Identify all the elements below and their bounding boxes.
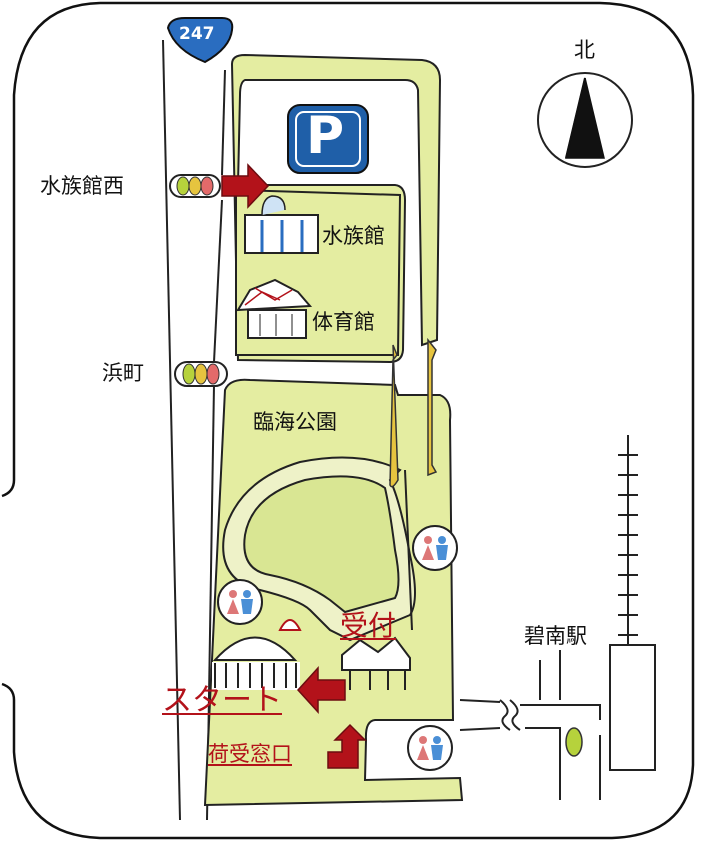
label-hekinan-eki: 碧南駅 (524, 624, 587, 648)
red-arrow-icon (221, 163, 270, 209)
label-uketsuke: 受付 (340, 609, 397, 642)
restroom-icon (412, 525, 458, 571)
label-rinkai-koen: 臨海公園 (253, 410, 337, 434)
route-shield-icon (166, 17, 234, 64)
station-building (609, 644, 656, 771)
label-suizokukan-nishi: 水族館西 (40, 174, 124, 198)
station-signal-icon (565, 727, 583, 757)
label-suizokukan: 水族館 (322, 224, 385, 248)
north-label: 北 (574, 38, 595, 62)
north-arrow-icon (537, 72, 633, 168)
pedestrian-bridge (389, 337, 438, 488)
main-road-left-edge (162, 39, 181, 821)
reception-tent-icon (341, 636, 411, 690)
traffic-light-icon (169, 174, 221, 198)
aquarium-building-icon (244, 195, 319, 254)
main-road-right-edge (221, 69, 226, 176)
label-taiikukan: 体育館 (312, 310, 375, 334)
route-number: 247 (179, 24, 215, 44)
red-arrow-icon (296, 666, 346, 714)
start-tent-icon (212, 636, 300, 690)
water-fountain-icon (278, 619, 302, 631)
restroom-icon (217, 579, 263, 625)
railway-line (618, 435, 638, 650)
red-arrow-icon (327, 723, 367, 769)
station-access-road (459, 699, 601, 800)
restroom-icon (407, 725, 453, 771)
parking-symbol: P (306, 106, 345, 166)
gymnasium-building-icon (236, 278, 313, 339)
parking-sign-icon (287, 104, 369, 174)
label-niuke-madoguchi: 荷受窓口 (208, 742, 292, 766)
label-hamacho: 浜町 (102, 361, 144, 385)
label-start: スタート (162, 683, 282, 718)
traffic-light-icon (174, 361, 228, 387)
